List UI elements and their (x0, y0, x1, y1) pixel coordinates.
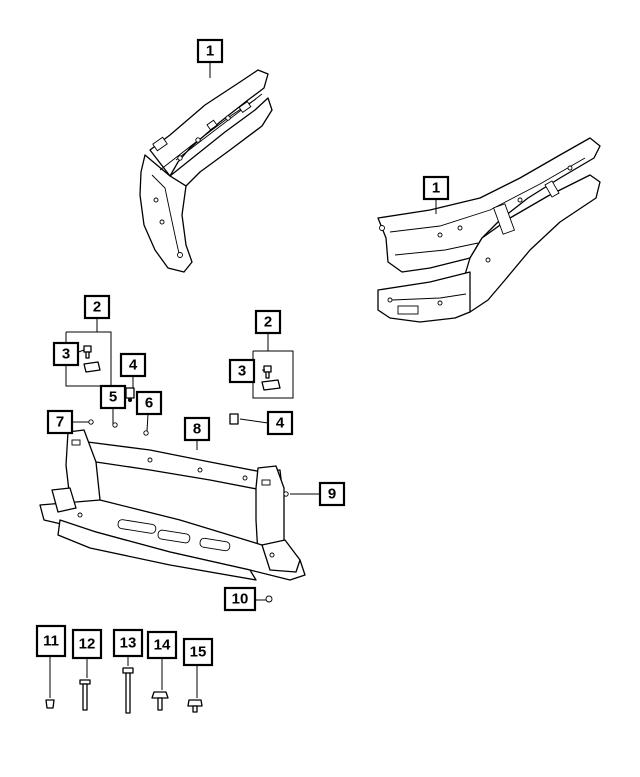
bolt-14 (151, 691, 169, 711)
callout-15: 15 (182, 637, 214, 667)
callout-label: 6 (145, 395, 153, 412)
callout-1-left-rail: 1 (196, 38, 224, 64)
bolt-12 (79, 679, 91, 711)
frame-rail-left (139, 69, 273, 273)
callout-7: 7 (46, 409, 74, 435)
frame-rail-right (377, 137, 601, 323)
callout-14: 14 (146, 630, 178, 660)
bolt-13 (122, 667, 134, 714)
callout-label: 7 (56, 414, 64, 431)
callout-8: 8 (183, 416, 211, 442)
nut-10 (265, 595, 273, 603)
leader-lines (49, 62, 437, 698)
callout-1-right-rail: 1 (422, 175, 450, 201)
callout-label: 3 (62, 346, 70, 363)
callout-4-right: 4 (266, 410, 294, 436)
callout-2-left: 2 (83, 294, 111, 320)
bolt-15 (187, 699, 203, 713)
callout-4-left: 4 (119, 352, 147, 378)
callout-13: 13 (112, 628, 144, 658)
callout-label: 12 (79, 636, 96, 653)
clip-group-a (83, 345, 101, 373)
callout-label: 3 (238, 363, 246, 380)
callout-label: 5 (109, 389, 117, 406)
callout-label: 13 (120, 635, 137, 652)
callout-5: 5 (99, 384, 127, 410)
callout-12: 12 (71, 628, 103, 660)
callout-label: 8 (193, 421, 201, 438)
callout-11: 11 (35, 624, 67, 658)
callout-3-right: 3 (228, 358, 256, 384)
callout-label: 14 (154, 637, 171, 654)
callout-label: 15 (190, 644, 207, 661)
callout-label: 1 (206, 43, 214, 60)
callout-9: 9 (318, 481, 346, 507)
callout-label: 10 (232, 591, 249, 608)
callout-label: 4 (129, 357, 138, 374)
pin-6 (143, 430, 149, 436)
callout-label: 9 (328, 486, 336, 503)
callout-2-right: 2 (254, 309, 282, 335)
callout-label: 1 (432, 180, 440, 197)
callout-label: 2 (264, 314, 272, 331)
callout-6: 6 (135, 390, 163, 416)
pin-7 (88, 419, 94, 425)
callout-label: 11 (43, 633, 59, 650)
callout-10: 10 (223, 586, 257, 612)
clip-group-b (261, 365, 281, 391)
grommet-b (229, 413, 239, 425)
callout-label: 2 (93, 299, 101, 316)
callout-label: 4 (276, 415, 285, 432)
pin-9 (283, 491, 289, 497)
pin-5 (112, 422, 118, 428)
grommet-a (125, 387, 135, 402)
callout-3-left: 3 (52, 341, 80, 367)
radiator-support (39, 429, 306, 581)
fastener-11 (45, 699, 55, 709)
